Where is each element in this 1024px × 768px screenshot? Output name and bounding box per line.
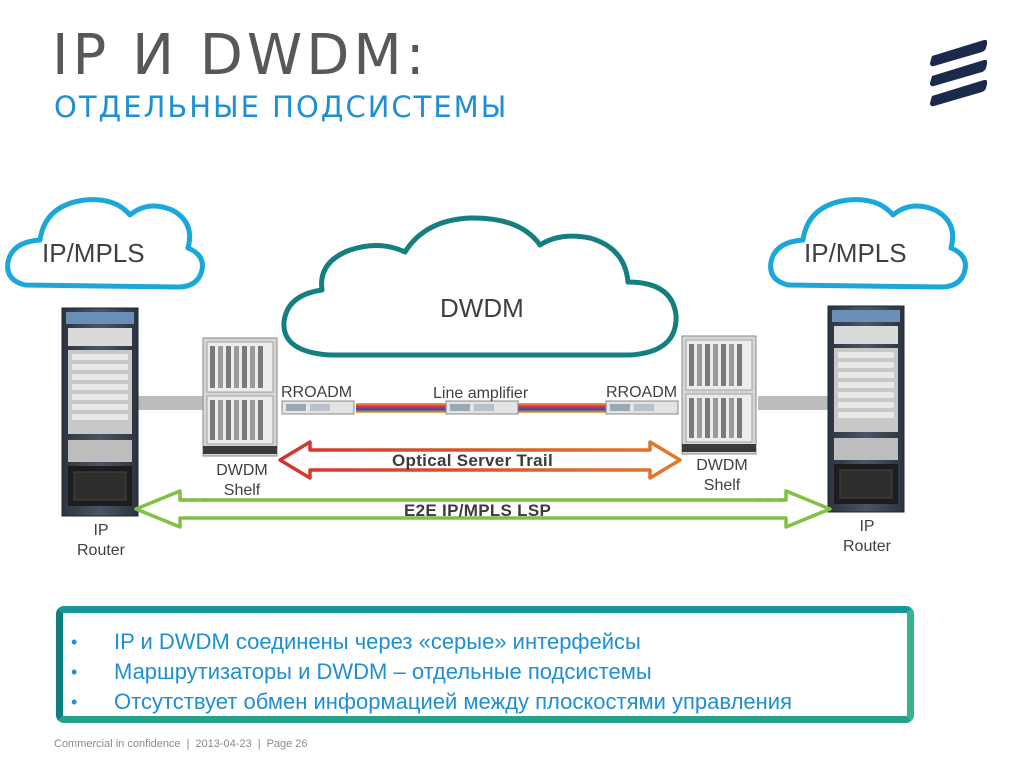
dwdm-shelf-right bbox=[681, 335, 757, 455]
bullet-icon: • bbox=[71, 662, 78, 682]
cloud-label-dwdm: DWDM bbox=[440, 293, 524, 323]
ip-mpls-cloud-right bbox=[768, 197, 968, 290]
footer-date: 2013-04-23 bbox=[195, 738, 252, 750]
summary-box: •IP и DWDM соединены через «серые» интер… bbox=[56, 606, 914, 723]
roadm-device-left bbox=[281, 400, 355, 415]
ip-router-label-right: IP Router bbox=[842, 518, 892, 555]
dwdm-shelf-label-left: DWDM Shelf bbox=[216, 462, 268, 499]
summary-item: •Маршрутизаторы и DWDM – отдельные подси… bbox=[71, 657, 792, 687]
ip-router-left bbox=[61, 307, 139, 517]
ip-mpls-cloud-left bbox=[5, 197, 205, 290]
optical-server-trail-arrow bbox=[278, 440, 682, 480]
roadm-label-right: RROADM bbox=[606, 384, 678, 401]
bullet-icon: • bbox=[71, 692, 78, 712]
ip-router-label-left: IP Router bbox=[76, 522, 126, 559]
optical-server-trail-label: Optical Server Trail bbox=[392, 451, 553, 470]
grey-interface-right bbox=[758, 396, 830, 410]
summary-item: •IP и DWDM соединены через «серые» интер… bbox=[71, 627, 792, 657]
ip-router-right bbox=[827, 305, 905, 513]
cloud-label-left: IP/MPLS bbox=[42, 238, 145, 268]
dwdm-cloud bbox=[281, 215, 679, 358]
network-diagram bbox=[5, 197, 968, 529]
roadm-device-right bbox=[605, 400, 679, 415]
slide-title: IP И DWDM: bbox=[52, 23, 429, 88]
bullet-icon: • bbox=[71, 632, 78, 652]
slide-footer: Commercial in confidence | 2013-04-23 | Page… bbox=[54, 738, 308, 750]
e2e-lsp-arrow bbox=[134, 489, 832, 529]
summary-item: •Отсутствует обмен информацией между пло… bbox=[71, 687, 792, 717]
line-amplifier-label: Line amplifier bbox=[433, 385, 529, 402]
line-amplifier-device bbox=[445, 400, 519, 415]
footer-separator: | bbox=[257, 738, 261, 750]
cloud-label-right: IP/MPLS bbox=[804, 238, 907, 268]
slide-subtitle: ОТДЕЛЬНЫЕ ПОДСИСТЕМЫ bbox=[54, 90, 509, 124]
dwdm-shelf-label-right: DWDM Shelf bbox=[696, 457, 748, 494]
grey-interface-left bbox=[136, 396, 206, 410]
dwdm-shelf-left bbox=[202, 337, 278, 457]
summary-list: •IP и DWDM соединены через «серые» интер… bbox=[71, 627, 792, 717]
footer-page: Page 26 bbox=[266, 738, 308, 750]
lsp-label: E2E IP/MPLS LSP bbox=[404, 501, 552, 520]
ericsson-logo-icon bbox=[930, 39, 988, 107]
footer-confidentiality: Commercial in confidence bbox=[54, 738, 181, 750]
roadm-label-left: RROADM bbox=[281, 384, 353, 401]
footer-separator: | bbox=[186, 738, 190, 750]
